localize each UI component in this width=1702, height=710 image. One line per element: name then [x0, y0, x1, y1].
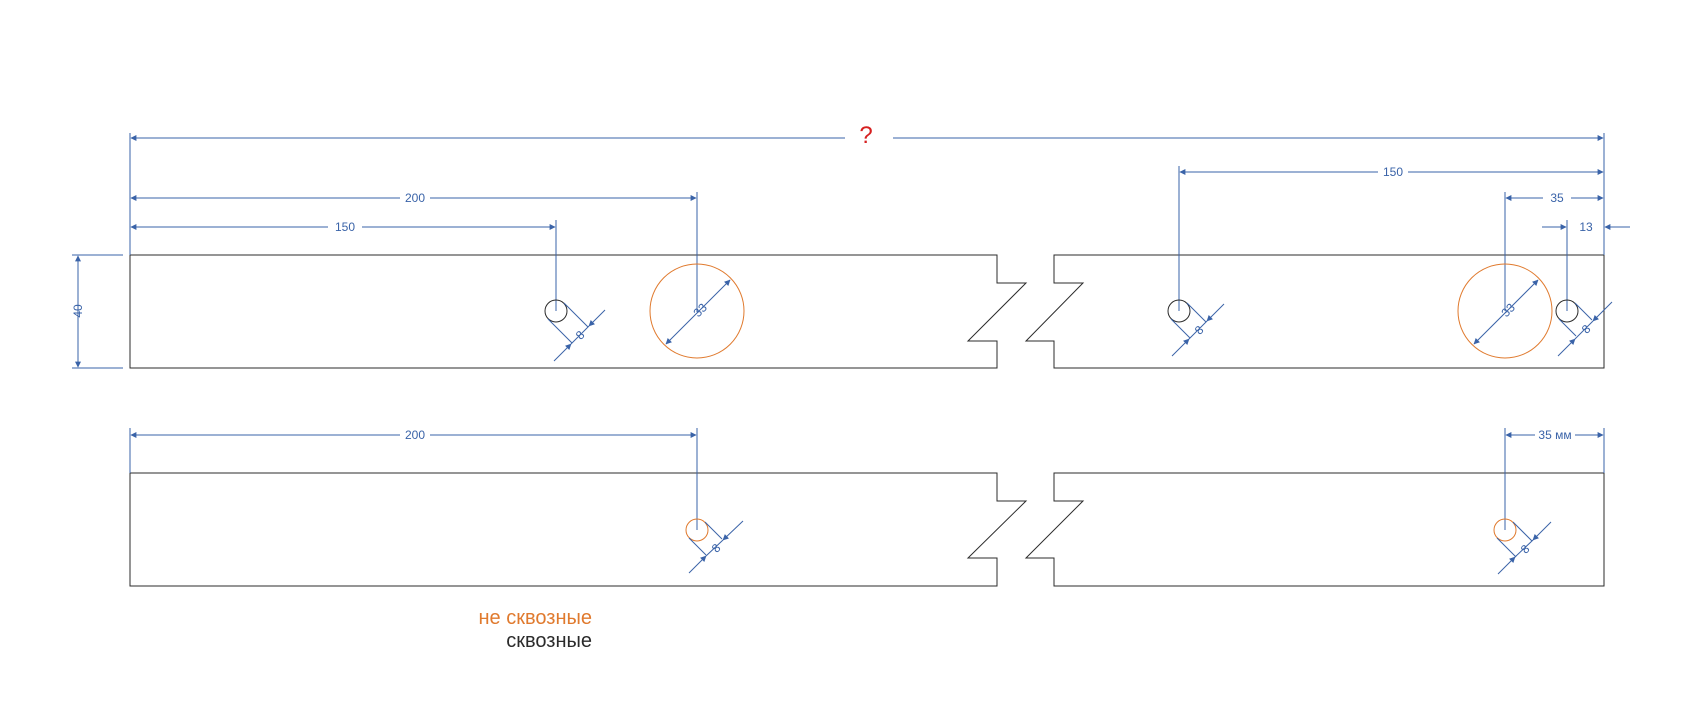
blind-hole-bottom-right [1493, 518, 1517, 542]
dim-bottom-left-200 [129, 428, 698, 530]
through-hole-left [544, 299, 568, 323]
blind-hole-bottom-left [685, 518, 709, 542]
through-hole-right-b [1555, 299, 1579, 323]
legend-through-holes: сквозные [506, 630, 592, 652]
hole-dim-right-small-b [1557, 301, 1613, 357]
top-part: ? 40 200 150 8 [71, 122, 1630, 369]
dim-left-200 [130, 192, 698, 312]
through-hole-right-a [1167, 299, 1191, 323]
hole-dim-bottom-right-label: 8 [1518, 542, 1533, 557]
blind-hole-left-large [649, 263, 745, 359]
dim-right-35-label: 35 [1550, 191, 1564, 205]
legend: не сквозные сквозные [479, 607, 593, 652]
bottom-part-left-outline [129, 472, 1028, 587]
dim-right-13-label: 13 [1579, 220, 1593, 234]
bottom-part: 200 35 мм 8 8 [129, 428, 1605, 587]
top-part-right-outline [1024, 254, 1605, 369]
bottom-part-right-outline [1024, 472, 1605, 587]
dim-bottom-right-35 [1504, 428, 1605, 530]
dim-left-150 [130, 220, 557, 311]
hole-dim-bottom-right [1496, 521, 1552, 575]
hole-dim-left-large [665, 279, 731, 345]
hole-dim-right-large [1473, 279, 1539, 345]
hole-dim-bottom-left-label: 8 [709, 541, 724, 556]
hole-dim-right-small-a [1170, 302, 1225, 357]
top-part-left-outline [129, 254, 1028, 369]
total-length-label: ? [859, 122, 872, 149]
dim-left-200-label: 200 [405, 191, 425, 205]
height-dimension [72, 254, 123, 369]
total-length-dimension [129, 133, 1605, 255]
dim-left-150-label: 150 [335, 220, 355, 234]
dim-right-35 [1504, 192, 1604, 311]
height-label: 40 [71, 304, 85, 318]
dim-right-150-label: 150 [1383, 165, 1403, 179]
hole-dim-bottom-left [688, 520, 744, 574]
legend-blind-holes: не сквозные [479, 607, 593, 629]
hole-dim-right-small-b-label: 8 [1579, 322, 1594, 337]
dim-right-13 [1542, 220, 1630, 311]
dim-right-150 [1178, 166, 1604, 311]
dim-bottom-right-35-label: 35 мм [1538, 428, 1571, 442]
hole-dim-left-small [547, 302, 606, 362]
hole-dim-right-small-a-label: 8 [1192, 323, 1207, 338]
dim-bottom-left-200-label: 200 [405, 428, 425, 442]
blind-hole-right-large [1457, 263, 1553, 359]
